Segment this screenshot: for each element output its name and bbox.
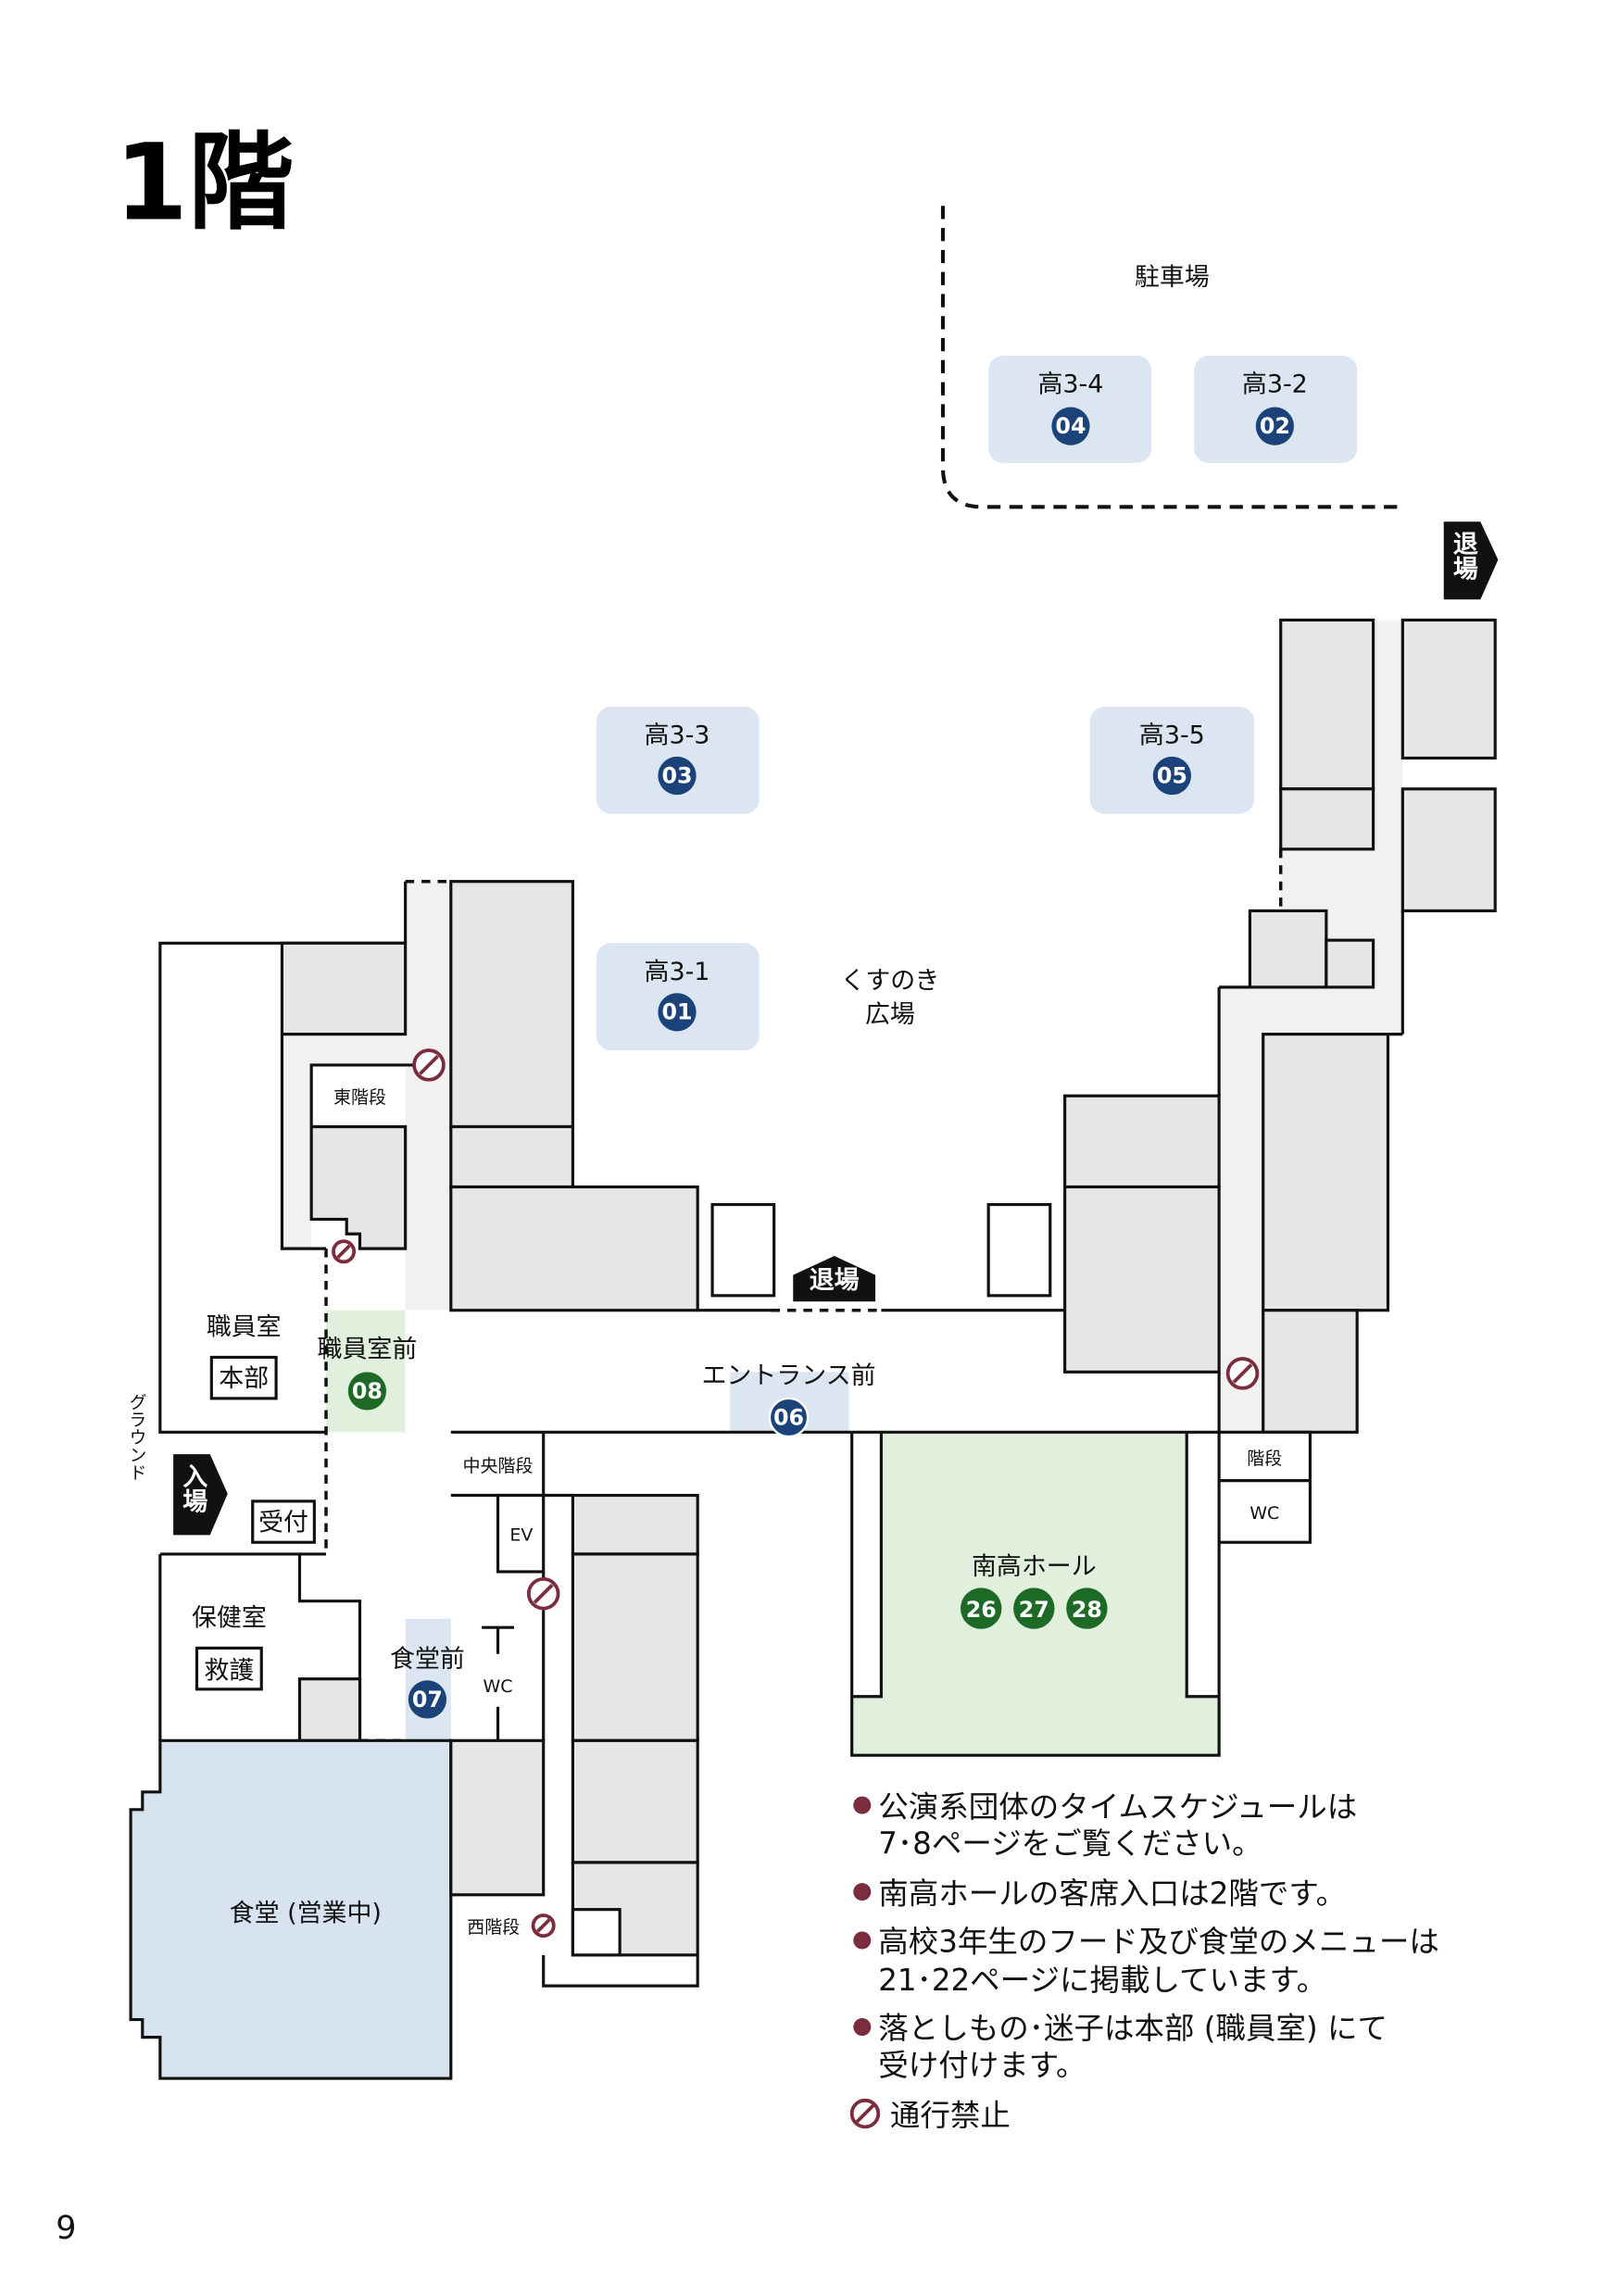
room-label: 高3-2 [1242,370,1308,399]
exit-arrow-north: 退場 [1443,521,1499,600]
wc-right [1217,1479,1312,1544]
first-aid-box [195,1646,263,1691]
stairs-right [1217,1430,1312,1483]
infirmary-label: 保健室 [192,1604,267,1633]
note-line: 21･22ページに掲載しています。 [878,1963,1326,1998]
room-3-1: 高3-1 01 [596,943,760,1051]
hall-number-badge [1013,1587,1055,1629]
first-aid-label: 救護 [204,1657,254,1686]
hall-number-badge [1066,1587,1108,1629]
stairs-right-label: 階段 [1247,1449,1282,1469]
room-label: 高3-5 [1139,721,1205,750]
room-label: 高3-3 [645,721,710,750]
note-bullet [853,2018,872,2037]
room-label: 高3-4 [1037,370,1103,399]
south-hall-label: 南高ホール [972,1552,1097,1581]
east-building: 階段 WC [1063,618,1497,1544]
room-number-badge [1051,407,1090,445]
room-number: 01 [661,999,692,1025]
note-line: 7･8ページをご覧ください。 [878,1826,1262,1861]
main-building: 東階段 退場 エントランス前 06 職員室 本部 職員室前 08 グラウンド [126,879,1221,2080]
notes: 公演系団体のタイムスケジュールは 7･8ページをご覧ください。 南高ホールの客席… [853,1789,1439,2083]
entrance-number: 06 [773,1404,804,1430]
no-entry-icon [531,1913,556,1938]
no-entry-icon [412,1048,446,1082]
entry-arrow: 入場 [173,1454,228,1536]
note-line: 受け付けます。 [878,2048,1086,2083]
cafeteria-front-label: 食堂前 [390,1645,465,1674]
room-number-badge [1152,756,1191,796]
note-bullet [853,1883,872,1901]
reception-label: 受付 [258,1509,308,1537]
entrance-number-badge [768,1397,810,1438]
room-number: 02 [1260,413,1290,439]
room-3-2: 高3-2 02 [1194,356,1358,463]
note-bullet [853,1931,872,1950]
no-entry-icon [526,1576,560,1611]
no-entry-icon [849,2098,881,2129]
room-number-badge [1255,407,1294,445]
exit-north-label: 退場 [1449,531,1477,581]
note-bullet [853,1796,872,1814]
staff-front-area [326,1310,406,1433]
legend-no-entry-label: 通行禁止 [890,2098,1011,2133]
exit-center-label: 退場 [810,1266,860,1295]
elevator [496,1493,546,1574]
room-number-badge [658,993,697,1032]
note-line: 公演系団体のタイムスケジュールは [878,1789,1357,1825]
reception-box [251,1499,316,1544]
room-number: 03 [661,762,692,788]
room-3-5: 高3-5 05 [1089,707,1255,814]
note-line: 落としもの･迷子は本部 (職員室) にて [878,2011,1388,2046]
parking-boundary [940,206,1403,509]
wc-right-label: WC [1250,1503,1279,1524]
hall-number: 26 [966,1597,997,1623]
parking-label: 駐車場 [1135,263,1210,292]
page-number: 9 [56,2210,76,2247]
hall-number: 27 [1019,1597,1049,1623]
plaza-label-line2: 広場 [865,1000,915,1029]
page-title: 1階 [115,121,295,245]
room-label: 高3-1 [645,958,710,986]
no-entry-icon [1225,1357,1260,1390]
plaza-label-line1: くすのき [840,966,939,995]
note-line: 高校3年生のフード及び食堂のメニューは [878,1925,1439,1960]
east-stairs-label: 東階段 [333,1087,386,1108]
staff-room-label: 職員室 [207,1313,282,1342]
cafeteria-front-number: 07 [412,1687,443,1713]
hall-number-badge [961,1587,1002,1629]
cafeteria-area [129,1738,453,2080]
staff-front-label: 職員室前 [318,1335,418,1363]
no-entry-icon [332,1239,357,1264]
west-stairs-label: 西階段 [467,1917,520,1938]
cafeteria-front-number-badge [408,1680,447,1719]
cafeteria-label: 食堂 (営業中) [230,1899,382,1927]
hq-label: 本部 [219,1364,269,1393]
staff-front-number: 08 [352,1378,383,1404]
entrance-front-label: エントランス前 [701,1361,875,1390]
room-3-3: 高3-3 03 [596,707,760,814]
room-number: 05 [1157,762,1187,788]
wc-center-label: WC [483,1676,512,1697]
room-number: 04 [1055,413,1086,439]
central-stairs-label: 中央階段 [463,1456,534,1476]
staff-front-number-badge [347,1372,387,1411]
room-3-4: 高3-4 04 [988,356,1152,463]
elevator-label: EV [509,1525,533,1546]
hall-number: 28 [1072,1597,1102,1623]
cafeteria-front-area [405,1618,451,1741]
exit-arrow-center: 退場 [793,1256,876,1302]
room-number-badge [658,756,697,796]
hq-box [209,1355,278,1400]
entry-label: 入場 [178,1463,207,1513]
legend: 通行禁止 [849,2098,1011,2133]
ground-label: グラウンド [126,1392,146,1480]
note-line: 南高ホールの客席入口は2階です。 [878,1876,1346,1911]
